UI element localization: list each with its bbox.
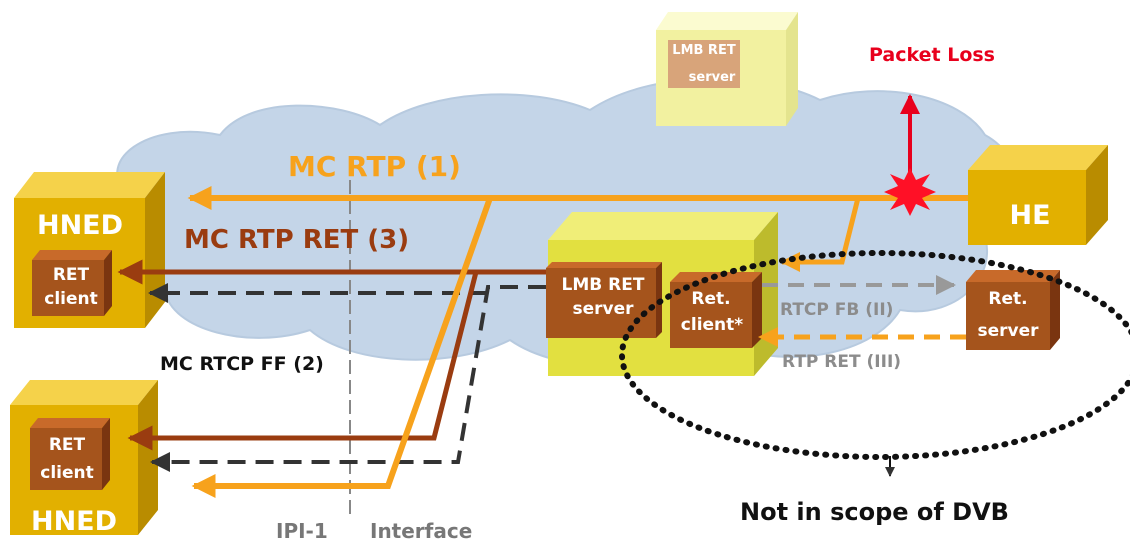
- mc-rtp-ret-label: MC RTP RET (3): [184, 225, 409, 255]
- rtcp-fb-label: RTCP FB (II): [780, 300, 893, 320]
- hned-top-label: HNED: [37, 210, 123, 241]
- ret-client-top-label-1: RET: [53, 265, 90, 285]
- ret-client-bottom: RET client: [30, 418, 110, 490]
- mc-rtp-ret-arrows: [117, 259, 546, 451]
- he-box: HE: [968, 145, 1108, 245]
- lmb-mid-label-1: LMB RET: [562, 275, 645, 295]
- ipi-1-label: IPI-1: [276, 519, 328, 543]
- ret-client-top: RET client: [32, 250, 112, 316]
- rets-label-1: Ret.: [988, 289, 1027, 309]
- rets-label-2: server: [977, 321, 1039, 341]
- mc-rtp-label: MC RTP (1): [288, 150, 461, 183]
- hned-bottom-label: HNED: [31, 506, 117, 537]
- packet-loss-burst-icon: [884, 94, 936, 216]
- retc-label-2: client*: [681, 315, 743, 335]
- interface-label: Interface: [370, 519, 472, 543]
- rtp-ret-label: RTP RET (III): [782, 352, 901, 372]
- ret-client-star: Ret. client*: [670, 272, 762, 348]
- lmb-top-label-2: server: [689, 70, 736, 85]
- ret-server: Ret. server: [966, 270, 1060, 350]
- mc-rtcp-ff-label: MC RTCP FF (2): [160, 353, 324, 375]
- mc-rtp-arrows: [187, 186, 968, 498]
- lmb-top-label-1: LMB RET: [672, 43, 736, 58]
- lmb-mid-label-2: server: [572, 299, 634, 319]
- ret-client-bottom-label-1: RET: [49, 435, 86, 455]
- retc-label-1: Ret.: [691, 289, 730, 309]
- not-in-scope-label: Not in scope of DVB: [740, 498, 1009, 526]
- ret-client-bottom-label-2: client: [40, 463, 94, 483]
- ret-client-top-label-2: client: [44, 289, 98, 309]
- packet-loss-label: Packet Loss: [869, 44, 995, 66]
- lmb-ret-server-top: LMB RET server: [656, 12, 798, 126]
- not-in-scope-ellipse: [619, 250, 1130, 460]
- mc-rtcp-ff-arrows: [148, 283, 546, 472]
- he-label: HE: [1009, 200, 1050, 231]
